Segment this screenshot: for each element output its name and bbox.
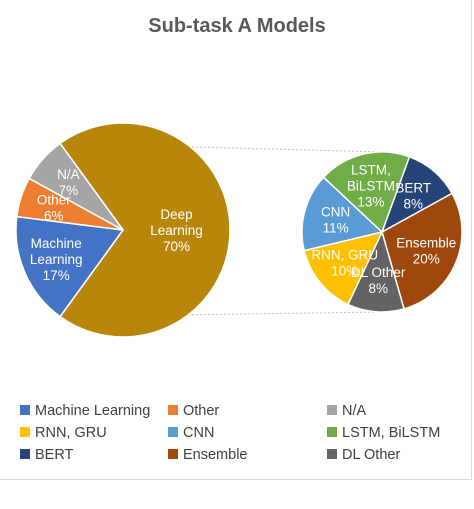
legend-label-bert: BERT bbox=[35, 447, 74, 463]
legend-swatch-lstm-bilstm bbox=[327, 427, 337, 437]
legend-label-other: Other bbox=[183, 403, 219, 419]
sub-slice-lstm-bilstm bbox=[322, 151, 411, 234]
legend-swatch-ensemble bbox=[168, 449, 178, 459]
legend: Machine Learning Other N/A RNN, GRU CNN LSTM,… bbox=[20, 403, 440, 463]
legend-label-rnn-gru: RNN, GRU bbox=[35, 425, 107, 441]
legend-swatch-n-a bbox=[327, 405, 337, 415]
sub-slice-cnn bbox=[301, 176, 384, 252]
legend-label-dl-other: DL Other bbox=[342, 447, 400, 463]
main-slice-deep-learning bbox=[59, 122, 231, 338]
main-slice-n-a bbox=[28, 142, 124, 231]
legend-swatch-bert bbox=[20, 449, 30, 459]
legend-label-ensemble: Ensemble bbox=[183, 447, 247, 463]
legend-swatch-rnn-gru bbox=[20, 427, 30, 437]
legend-label-machine-learning: Machine Learning bbox=[35, 403, 150, 419]
main-slice-machine-learning bbox=[15, 215, 125, 318]
legend-swatch-dl-other bbox=[327, 449, 337, 459]
chart-frame bbox=[0, 0, 472, 480]
sub-slice-ensemble bbox=[381, 192, 463, 310]
legend-label-cnn: CNN bbox=[183, 425, 214, 441]
legend-label-lstm-bilstm: LSTM, BiLSTM bbox=[342, 425, 440, 441]
legend-label-n-a: N/A bbox=[342, 403, 367, 419]
legend-swatch-machine-learning bbox=[20, 405, 30, 415]
sub-slice-rnn-gru bbox=[303, 230, 384, 306]
legend-swatch-cnn bbox=[168, 427, 178, 437]
legend-swatch-other bbox=[168, 405, 178, 415]
chart-title: Sub-task A Models bbox=[148, 15, 325, 37]
